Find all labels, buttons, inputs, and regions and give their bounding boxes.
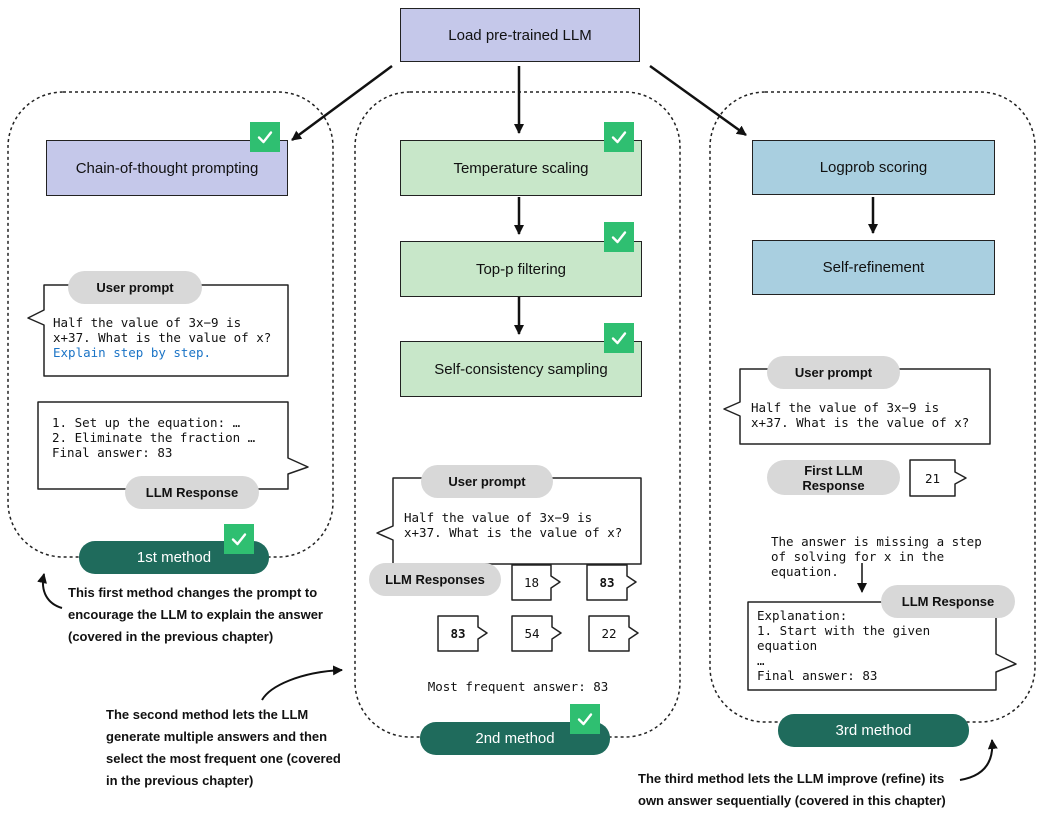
m1-prompt-bubble	[27, 284, 289, 377]
m2-llm-responses-tag: LLM Responses	[369, 563, 501, 596]
self-refinement-box: Self-refinement	[752, 240, 995, 295]
method1-caption: This first method changes the prompt to …	[68, 582, 348, 648]
m1-prompt-line-1: Half the value of 3x−9 is	[53, 315, 242, 330]
m1-user-prompt-tag: User prompt	[68, 271, 202, 304]
m2-prompt-line-1: Half the value of 3x−9 is	[404, 510, 593, 525]
m2-answer-5-text: 22	[601, 626, 617, 641]
m2-answer-4-text: 54	[524, 626, 540, 641]
self-consistency-label: Self-consistency sampling	[434, 360, 608, 378]
m3-user-prompt-tag-text: User prompt	[794, 365, 873, 380]
m2-caption-line-4: in the previous chapter)	[106, 773, 254, 788]
m1-prompt-line-2: x+37. What is the value of x?	[53, 330, 272, 345]
m2-answer-3: 83	[438, 616, 478, 651]
m3-llm-response-tag-text: LLM Response	[901, 594, 995, 609]
m2-answer-bubble-3	[437, 615, 488, 652]
m2-answer-4: 54	[512, 616, 552, 651]
m3-response-line-2: 1. Start with the given	[757, 623, 931, 638]
checkmark-icon	[570, 704, 600, 734]
self-consistency-box: Self-consistency sampling	[400, 341, 642, 397]
temperature-label: Temperature scaling	[453, 159, 589, 177]
m3-first-answer-bubble	[909, 459, 967, 497]
m1-response-line-3: Final answer: 83	[52, 445, 173, 460]
m2-answer-bubble-1	[511, 564, 561, 601]
m1-llm-response-tag-text: LLM Response	[145, 485, 239, 500]
m3-user-prompt-tag: User prompt	[767, 356, 900, 389]
m2-prompt-line-2: x+37. What is the value of x?	[404, 525, 623, 540]
method1-label-text: 1st method	[136, 549, 212, 566]
m2-user-prompt-tag-text: User prompt	[448, 474, 526, 489]
top-p-label: Top-p filtering	[475, 260, 567, 278]
m3-prompt-line-1: Half the value of 3x−9 is	[751, 400, 940, 415]
m2-answer-1-text: 18	[523, 575, 540, 590]
m1-prompt-text: Half the value of 3x−9 is x+37. What is …	[53, 315, 288, 360]
method2-label-text: 2nd method	[475, 730, 555, 747]
m2-result: Most frequent answer: 83	[356, 679, 680, 694]
m2-caption-line-2: generate multiple answers and then	[106, 729, 328, 744]
method2-caption: The second method lets the LLM generate …	[106, 704, 356, 792]
m1-prompt-extra: Explain step by step.	[53, 345, 212, 360]
m3-response-line-3: equation	[757, 638, 818, 653]
m3-feedback-line-3: equation.	[771, 564, 839, 579]
temperature-box: Temperature scaling	[400, 140, 642, 196]
method3-caption: The third method lets the LLM improve (r…	[638, 768, 1018, 812]
logprob-label: Logprob scoring	[819, 159, 928, 176]
m2-answer-5: 22	[589, 616, 629, 651]
m3-first-response-tag-text: First LLM Response	[802, 462, 865, 493]
logprob-box: Logprob scoring	[752, 140, 995, 195]
m1-caption-line-3: (covered in the previous chapter)	[68, 629, 274, 644]
m1-llm-response-tag: LLM Response	[125, 476, 259, 509]
m3-response-line-1: Explanation:	[757, 608, 848, 623]
m3-response-line-4: …	[757, 653, 765, 668]
m3-llm-response-tag: LLM Response	[881, 585, 1015, 618]
checkmark-icon	[224, 524, 254, 554]
cot-box: Chain-of-thought prompting	[46, 140, 288, 196]
m2-answer-2-text: 83	[599, 575, 615, 590]
m1-response-line-2: 2. Eliminate the fraction …	[52, 430, 256, 445]
load-llm-label: Load pre-trained LLM	[448, 26, 592, 44]
m3-response-line-5: Final answer: 83	[757, 668, 878, 683]
top-p-box: Top-p filtering	[400, 241, 642, 297]
checkmark-icon	[604, 222, 634, 252]
m2-answer-bubble-5	[588, 615, 639, 652]
m3-feedback-line-1: The answer is missing a step	[771, 534, 982, 549]
m2-answer-bubble-2	[586, 564, 637, 601]
m1-response-bubble	[37, 401, 309, 490]
m1-caption-line-2: encourage the LLM to explain the answer	[68, 607, 323, 622]
m2-caption-line-3: select the most frequent one (covered	[106, 751, 341, 766]
m2-user-prompt-tag: User prompt	[421, 465, 553, 498]
m2-caption-line-1: The second method lets the LLM	[106, 707, 309, 722]
m3-prompt-text: Half the value of 3x−9 is x+37. What is …	[751, 400, 989, 430]
m3-feedback-text: The answer is missing a step of solving …	[771, 534, 1011, 579]
checkmark-icon	[250, 122, 280, 152]
m1-user-prompt-tag-text: User prompt	[96, 280, 174, 295]
m2-prompt-bubble	[376, 477, 642, 565]
m3-response-text: Explanation: 1. Start with the given equ…	[757, 608, 993, 683]
checkmark-icon	[604, 122, 634, 152]
method3-label: 3rd method	[778, 714, 969, 747]
m3-first-answer: 21	[910, 460, 955, 496]
m2-answer-1: 18	[512, 565, 551, 600]
m3-feedback-line-2: of solving for x in the	[771, 549, 945, 564]
m2-answer-3-text: 83	[450, 626, 466, 641]
m2-result-text: Most frequent answer: 83	[427, 679, 609, 694]
m3-prompt-line-2: x+37. What is the value of x?	[751, 415, 970, 430]
m3-first-response-tag: First LLM Response	[767, 460, 900, 495]
load-llm-box: Load pre-trained LLM	[400, 8, 640, 62]
m3-caption-line-1: The third method lets the LLM improve (r…	[638, 771, 945, 786]
m2-llm-responses-tag-text: LLM Responses	[385, 572, 485, 587]
m2-answer-bubble-4	[511, 615, 562, 652]
method2-label: 2nd method	[420, 722, 610, 755]
m3-caption-line-2: own answer sequentially (covered in this…	[638, 793, 946, 808]
m1-response-line-1: 1. Set up the equation: …	[52, 415, 241, 430]
self-refinement-label: Self-refinement	[822, 259, 925, 276]
m1-response-text: 1. Set up the equation: … 2. Eliminate t…	[52, 415, 288, 460]
method3-label-text: 3rd method	[835, 722, 912, 739]
m2-answer-2: 83	[587, 565, 627, 600]
checkmark-icon	[604, 323, 634, 353]
m3-first-answer-text: 21	[924, 470, 941, 486]
m1-caption-line-1: This first method changes the prompt to	[68, 585, 318, 600]
cot-label: Chain-of-thought prompting	[75, 159, 259, 177]
m2-prompt-text: Half the value of 3x−9 is x+37. What is …	[404, 510, 640, 540]
